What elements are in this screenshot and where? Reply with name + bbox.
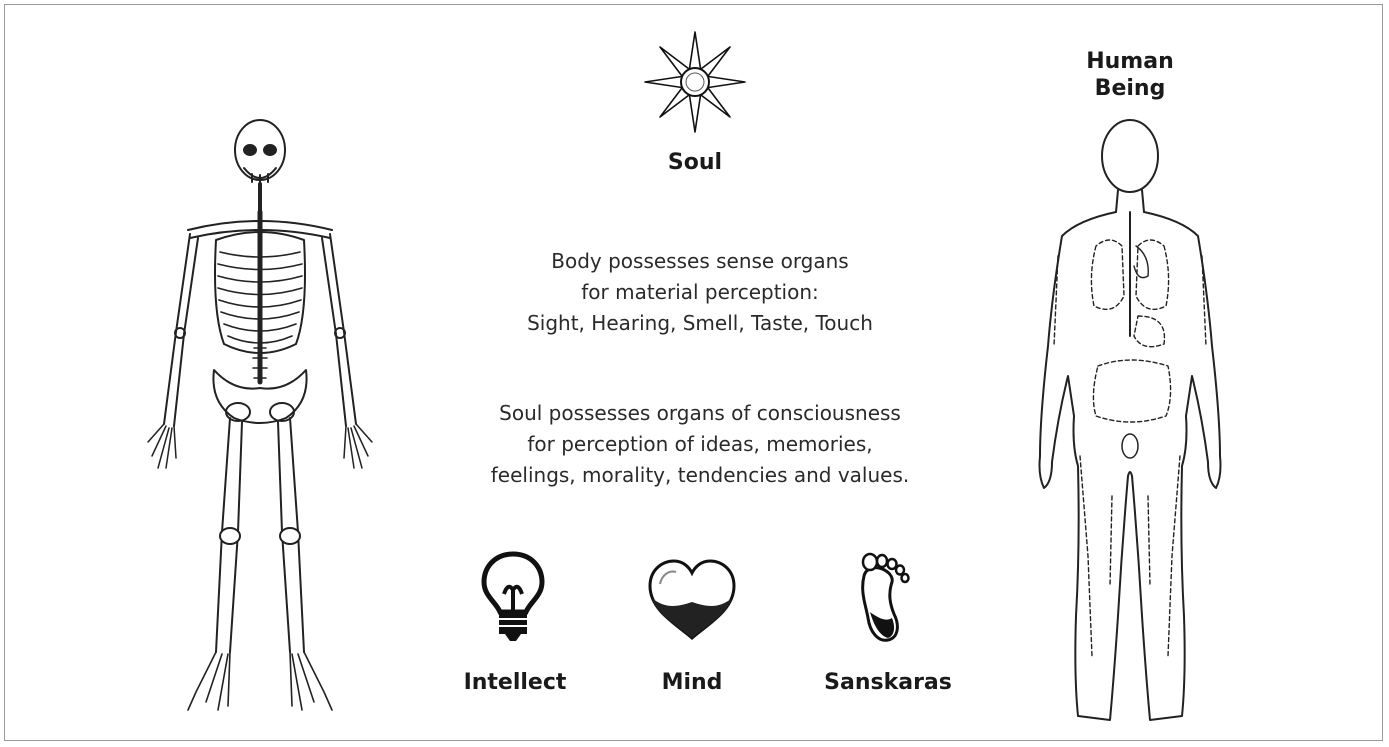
sanskaras-label: Sanskaras	[808, 670, 968, 695]
human-being-label: Human Being	[1070, 48, 1190, 102]
skeleton-figure	[118, 112, 408, 732]
human-being-line2: Being	[1070, 75, 1190, 102]
body-senses-line-2: for material perception:	[480, 277, 920, 308]
intellect-label: Intellect	[450, 670, 580, 695]
soul-organs-line-1: Soul possesses organs of consciousness	[430, 398, 970, 429]
star-burst-icon	[645, 32, 745, 132]
mind-label: Mind	[632, 670, 752, 695]
body-senses-line-1: Body possesses sense organs	[480, 246, 920, 277]
heart-icon	[646, 558, 738, 640]
soul-organs-paragraph: Soul possesses organs of consciousness f…	[430, 398, 970, 491]
soul-organs-line-3: feelings, morality, tendencies and value…	[430, 460, 970, 491]
body-senses-paragraph: Body possesses sense organs for material…	[480, 246, 920, 339]
light-bulb-icon	[478, 550, 548, 642]
soul-label: Soul	[640, 150, 750, 175]
footprint-icon	[852, 552, 912, 644]
body-senses-line-3: Sight, Hearing, Smell, Taste, Touch	[480, 308, 920, 339]
soul-organs-line-2: for perception of ideas, memories,	[430, 429, 970, 460]
human-body-outline	[1018, 116, 1258, 736]
human-being-line1: Human	[1070, 48, 1190, 75]
